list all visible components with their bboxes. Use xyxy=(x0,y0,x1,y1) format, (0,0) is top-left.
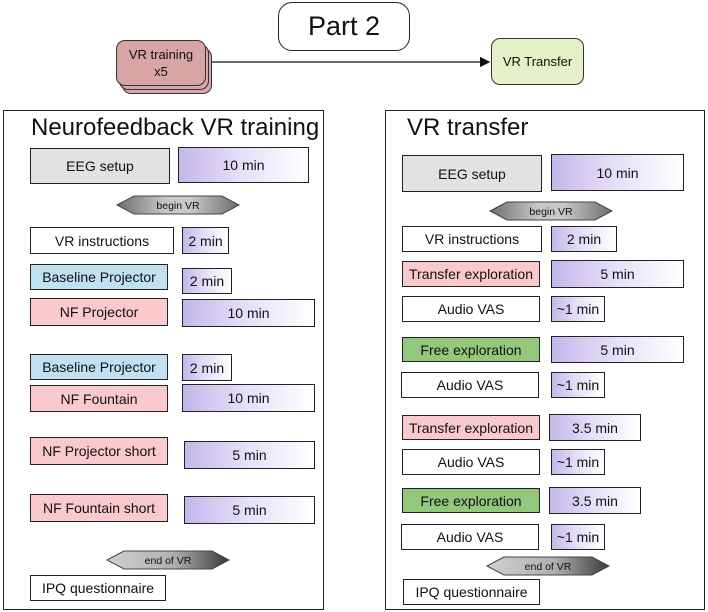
right-begin-vr-marker: begin VR xyxy=(488,201,614,221)
vr-training-label: VR training xyxy=(128,47,194,62)
right-audio-vas-2: Audio VAS xyxy=(401,372,539,398)
right-vr-instructions: VR instructions xyxy=(402,226,542,252)
part-title: Part 2 xyxy=(278,2,410,51)
left-nf-projector-time: 10 min xyxy=(182,299,315,327)
right-vr-instructions-time: 2 min xyxy=(551,226,617,252)
left-begin-vr-marker: begin VR xyxy=(115,195,241,215)
right-audio-vas-2-time: ~1 min xyxy=(551,372,605,398)
right-free-exploration-1: Free exploration xyxy=(402,337,540,362)
left-baseline-projector-1: Baseline Projector xyxy=(30,264,168,290)
left-baseline-projector-2: Baseline Projector xyxy=(30,354,168,380)
vr-training-node: VR training x5 xyxy=(116,40,206,86)
right-audio-vas-3-time: ~1 min xyxy=(551,449,605,475)
right-transfer-exploration-1: Transfer exploration xyxy=(402,261,540,287)
left-nf-projector: NF Projector xyxy=(30,298,168,326)
left-nf-fountain-short: NF Fountain short xyxy=(30,494,168,522)
left-vr-instructions-time: 2 min xyxy=(182,227,229,254)
left-nf-fountain-time: 10 min xyxy=(182,384,315,412)
right-eeg-time: 10 min xyxy=(551,154,684,191)
left-vr-instructions: VR instructions xyxy=(30,227,174,254)
right-audio-vas-4-time: ~1 min xyxy=(551,524,605,550)
right-panel-title: VR transfer xyxy=(407,114,529,141)
left-nf-fountain: NF Fountain xyxy=(30,385,168,412)
right-end-vr-marker: end of VR xyxy=(485,556,611,576)
left-nf-projector-short-time: 5 min xyxy=(184,441,315,469)
vr-transfer-node: VR Transfer xyxy=(491,38,584,85)
right-audio-vas-1-time: ~1 min xyxy=(551,296,605,322)
right-audio-vas-1: Audio VAS xyxy=(402,296,540,322)
right-audio-vas-4: Audio VAS xyxy=(401,524,539,550)
left-nf-fountain-short-time: 5 min xyxy=(184,496,315,524)
right-transfer-exploration-2-time: 3.5 min xyxy=(549,414,641,441)
right-eeg-setup: EEG setup xyxy=(402,155,542,192)
right-free-exploration-2: Free exploration xyxy=(402,488,540,513)
right-begin-vr-label: begin VR xyxy=(529,206,573,218)
right-transfer-exploration-2: Transfer exploration xyxy=(402,415,540,440)
right-transfer-exploration-1-time: 5 min xyxy=(551,260,684,288)
left-end-vr-label: end of VR xyxy=(145,555,192,567)
right-audio-vas-3: Audio VAS xyxy=(402,449,540,475)
left-end-vr-marker: end of VR xyxy=(105,550,231,570)
right-free-exploration-2-time: 3.5 min xyxy=(549,487,641,514)
right-ipq-questionnaire: IPQ questionnaire xyxy=(403,579,540,605)
left-baseline-projector-2-time: 2 min xyxy=(182,354,232,381)
left-nf-projector-short: NF Projector short xyxy=(30,437,168,465)
left-begin-vr-label: begin VR xyxy=(156,200,200,212)
left-baseline-projector-1-time: 2 min xyxy=(182,268,232,294)
right-end-vr-label: end of VR xyxy=(525,561,572,573)
left-ipq-questionnaire: IPQ questionnaire xyxy=(30,575,166,601)
left-eeg-time: 10 min xyxy=(178,147,309,183)
left-panel-title: Neurofeedback VR training xyxy=(31,114,320,141)
vr-training-count: x5 xyxy=(154,64,168,79)
left-eeg-setup: EEG setup xyxy=(30,148,170,184)
right-free-exploration-1-time: 5 min xyxy=(551,336,684,363)
